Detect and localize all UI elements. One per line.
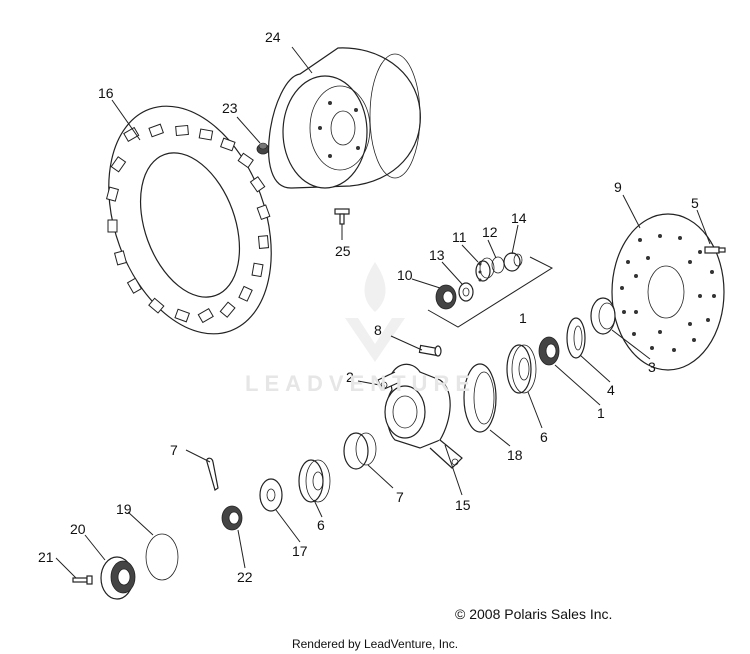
watermark: LEADVENTURE bbox=[245, 371, 477, 396]
brake-disc bbox=[611, 213, 725, 371]
bearing-cup-lower bbox=[343, 432, 377, 470]
callout-13: 13 bbox=[429, 247, 445, 263]
bearing-lower bbox=[298, 459, 331, 503]
callout-9: 9 bbox=[614, 179, 622, 195]
callout-numbers: 24 16 23 25 9 5 14 11 12 13 10 1 8 2 3 4… bbox=[38, 29, 699, 585]
callout-6b: 6 bbox=[317, 517, 325, 533]
callout-18: 7 bbox=[170, 442, 178, 458]
callout-3: 3 bbox=[648, 359, 656, 375]
cap-bolt bbox=[72, 575, 93, 585]
callout-5: 5 bbox=[691, 195, 699, 211]
callout-1a: 1 bbox=[519, 310, 527, 326]
callout-24: 24 bbox=[265, 29, 281, 45]
tire bbox=[105, 105, 272, 335]
footer: Rendered by LeadVenture, Inc. bbox=[291, 637, 459, 651]
callout-2: 2 bbox=[346, 369, 354, 385]
nut-10 bbox=[435, 284, 457, 310]
callout-7b: 7 bbox=[396, 489, 404, 505]
seal bbox=[590, 297, 616, 335]
callout-21: 21 bbox=[38, 549, 54, 565]
callout-4: 4 bbox=[607, 382, 615, 398]
bearing-upper bbox=[506, 344, 537, 394]
castle-nut bbox=[221, 505, 243, 531]
callout-22: 22 bbox=[237, 569, 253, 585]
lug-bolt bbox=[334, 208, 350, 225]
valve-stem bbox=[256, 142, 270, 155]
bearing-cup-upper bbox=[463, 363, 497, 433]
watermark-logo bbox=[345, 262, 405, 362]
leader-lines bbox=[55, 46, 711, 579]
callout-8: 8 bbox=[374, 322, 382, 338]
callout-12: 12 bbox=[482, 224, 498, 240]
axle-nut bbox=[538, 336, 560, 366]
callout-11: 11 bbox=[452, 229, 467, 245]
callout-10: 10 bbox=[397, 267, 413, 283]
callout-23: 23 bbox=[222, 100, 238, 116]
callout-1b: 1 bbox=[597, 405, 605, 421]
disc-bolt bbox=[704, 246, 726, 254]
o-ring-19 bbox=[145, 533, 179, 581]
washer-17 bbox=[259, 478, 283, 512]
wheel-rim bbox=[268, 47, 421, 189]
callout-20: 20 bbox=[70, 521, 86, 537]
copyright: © 2008 Polaris Sales Inc. bbox=[455, 606, 613, 622]
callout-19: 19 bbox=[116, 501, 132, 517]
stud bbox=[418, 344, 442, 357]
cotter-pin bbox=[206, 457, 219, 491]
washer-4 bbox=[566, 317, 586, 359]
callout-15: 15 bbox=[455, 497, 471, 513]
hub-cap bbox=[100, 556, 136, 600]
kit-bracket bbox=[427, 256, 554, 328]
callout-6a: 6 bbox=[540, 429, 548, 445]
callout-16: 16 bbox=[98, 85, 114, 101]
spacer-14 bbox=[503, 252, 523, 272]
callout-7a: 18 bbox=[507, 447, 523, 463]
washer-13 bbox=[458, 282, 474, 302]
callout-17: 17 bbox=[292, 543, 308, 559]
callout-25: 25 bbox=[335, 243, 351, 259]
bearing-11 bbox=[475, 257, 495, 282]
callout-14: 14 bbox=[511, 210, 527, 226]
